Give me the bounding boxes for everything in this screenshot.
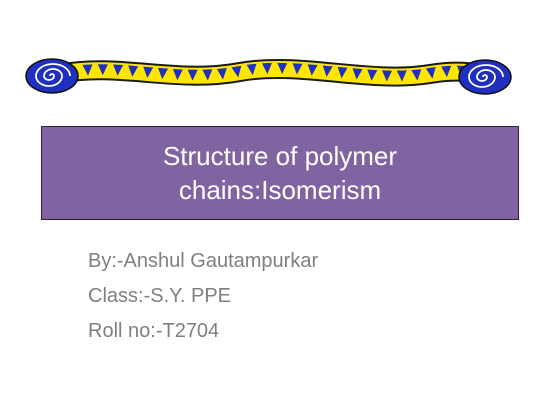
band-triangle — [216, 68, 227, 80]
band-triangle — [113, 64, 124, 76]
band-triangle — [128, 65, 139, 77]
author-name: By:-Anshul Gautampurkar — [88, 250, 319, 272]
band-triangle — [425, 67, 436, 79]
band-triangle — [158, 67, 169, 80]
band-triangle — [411, 69, 422, 81]
band-triangle — [322, 65, 333, 77]
band-triangle — [382, 70, 393, 82]
band-triangle — [337, 66, 348, 79]
band-triangle — [441, 65, 452, 78]
band-triangle — [231, 65, 242, 78]
title-line-2: chains:Isomerism — [178, 175, 382, 205]
band-triangle — [172, 68, 183, 81]
band-triangle — [82, 64, 93, 76]
triangle-pattern — [82, 62, 467, 82]
band-triangle — [352, 68, 363, 80]
band-triangle — [292, 63, 303, 75]
band-triangle — [307, 64, 318, 76]
band-triangle — [367, 69, 378, 81]
author-info: By:-Anshul Gautampurkar Class:-S.Y. PPE … — [88, 244, 318, 349]
band-triangle — [187, 69, 198, 81]
band-triangle — [202, 69, 213, 81]
band-triangle — [143, 66, 154, 78]
title-line-1: Structure of polymer — [162, 141, 398, 171]
band-triangle — [246, 63, 257, 76]
left-spiral-icon — [25, 58, 79, 94]
band-triangle — [396, 70, 407, 82]
band-triangle — [261, 62, 272, 75]
title-box: Structure of polymer chains:Isomerism — [41, 126, 519, 220]
class-info: Class:-S.Y. PPE — [88, 285, 232, 307]
decorative-banner — [25, 58, 512, 95]
right-spiral-icon — [458, 59, 512, 95]
band-triangle — [97, 64, 108, 76]
band-triangle — [277, 62, 288, 74]
roll-number: Roll no:-T2704 — [88, 320, 220, 342]
